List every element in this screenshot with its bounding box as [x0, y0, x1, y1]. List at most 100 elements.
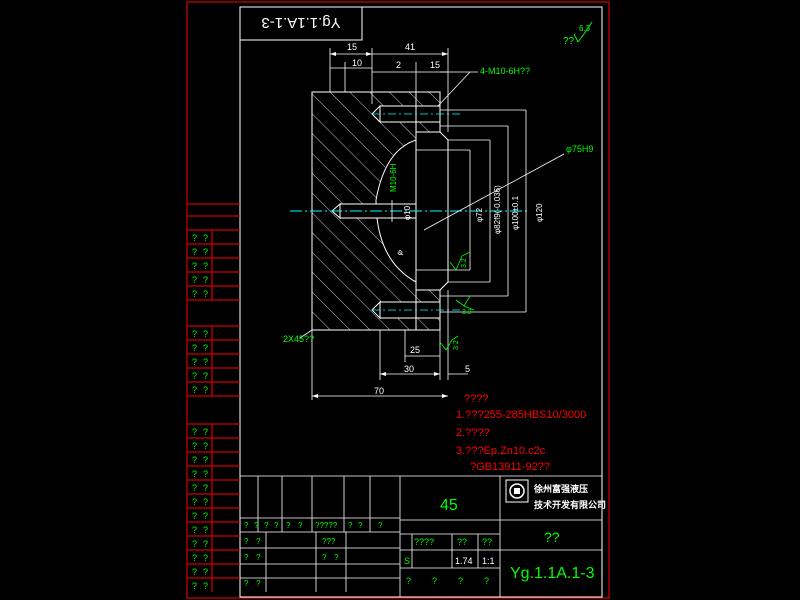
flipped-title-box — [239, 6, 363, 41]
roughness-symbols — [439, 251, 475, 351]
svg-text:?: ? — [203, 247, 208, 257]
svg-text:??: ?? — [457, 537, 467, 547]
dim-10: 10 — [352, 58, 362, 68]
svg-text:?: ? — [192, 233, 197, 243]
svg-text:?: ? — [203, 343, 208, 353]
svg-text:?: ? — [192, 247, 197, 257]
dim-phi10: φ10 — [403, 205, 412, 220]
svg-text:?: ? — [203, 511, 208, 521]
svg-text:?: ? — [203, 497, 208, 507]
svg-text:?: ? — [203, 483, 208, 493]
svg-text:?: ? — [286, 521, 291, 530]
grade-row: ???? ?? ?? S 1.74 1:1 ? ? ? ? — [404, 537, 495, 586]
svg-text:?: ? — [244, 553, 249, 562]
svg-text:?: ? — [192, 455, 197, 465]
dim-15-b: 15 — [430, 60, 440, 70]
vertical-dim-texts: M10-6H φ10 φ72 φ82f9(-0.036) φ100±0.1 φ1… — [389, 163, 544, 257]
svg-text:?: ? — [192, 441, 197, 451]
svg-text:?: ? — [192, 553, 197, 563]
svg-text:?: ? — [203, 233, 208, 243]
svg-text:?: ? — [334, 553, 339, 562]
svg-text:?: ? — [192, 525, 197, 535]
dim-phi120: φ120 — [535, 203, 544, 222]
svg-text:3.2: 3.2 — [461, 258, 468, 268]
part-section — [290, 91, 530, 331]
svg-text:?: ? — [192, 567, 197, 577]
dim-phi82: φ82f9(-0.036) — [493, 185, 502, 234]
svg-text:?: ? — [203, 567, 208, 577]
dimension-lines — [299, 48, 565, 400]
side-table — [187, 203, 240, 592]
svg-text:?: ? — [203, 261, 208, 271]
svg-text:?: ? — [256, 579, 261, 588]
roughness-values: 3.2 3.2 3.2 — [453, 258, 472, 350]
dim-5: 5 — [465, 364, 470, 374]
svg-text:?: ? — [203, 469, 208, 479]
svg-text:?: ? — [254, 521, 259, 530]
svg-text:?: ? — [203, 553, 208, 563]
svg-text:3.2: 3.2 — [462, 309, 472, 316]
dim-30: 30 — [404, 364, 414, 374]
inner-frame — [239, 6, 603, 598]
svg-text:?: ? — [406, 576, 411, 586]
side-table-text: ? ? ? ? ? ? ? ? ? ? ? ? ? ? ? ? ? ? ? ? … — [192, 233, 208, 591]
svg-text:?: ? — [203, 525, 208, 535]
svg-text:?: ? — [203, 539, 208, 549]
part-name: ?? — [544, 529, 560, 545]
svg-text:?: ? — [244, 537, 249, 546]
phi-mark: φ — [395, 248, 405, 258]
technical-notes: ???? 1.???255-285HBS10/3000 2.???? 3.???… — [456, 393, 586, 473]
finish-value: 6.3 — [579, 24, 591, 33]
svg-text:?: ? — [192, 539, 197, 549]
svg-text:?????: ????? — [315, 521, 338, 530]
note-line-2: 2.???? — [456, 427, 490, 439]
svg-text:?: ? — [244, 579, 249, 588]
svg-text:??: ?? — [482, 537, 492, 547]
material: 45 — [440, 497, 458, 514]
dim-15-top: 15 — [347, 42, 357, 52]
drawing-code: Yg.1.1A.1-3 — [510, 565, 595, 582]
dim-41: 41 — [405, 42, 415, 52]
scale-value: 1:1 — [482, 556, 495, 566]
company-logo — [505, 479, 529, 503]
svg-text:?: ? — [192, 371, 197, 381]
dimension-texts: 15 41 10 2 15 4-M10-6H?? φ75H9 2X45?? 25… — [283, 42, 593, 396]
svg-text:?: ? — [192, 275, 197, 285]
svg-text:?: ? — [203, 385, 208, 395]
note-line-3: 3.???Ep.Zn10.c2c — [456, 445, 546, 457]
svg-text:?: ? — [274, 521, 279, 530]
mid-label: ??? — [322, 537, 336, 546]
svg-text:?: ? — [203, 581, 208, 591]
svg-text:?: ? — [264, 521, 269, 530]
svg-text:?: ? — [484, 576, 489, 586]
svg-text:?: ? — [348, 521, 353, 530]
svg-text:?: ? — [192, 289, 197, 299]
svg-text:?: ? — [378, 521, 383, 530]
dim-phi100: φ100±0.1 — [511, 195, 520, 230]
center-thread-label: M10-6H — [389, 163, 398, 192]
dim-2: 2 — [396, 60, 401, 70]
surface-finish-text: ?? — [563, 36, 575, 47]
svg-text:?: ? — [192, 261, 197, 271]
svg-text:?: ? — [192, 427, 197, 437]
svg-text:?: ? — [203, 357, 208, 367]
weight-value: 1.74 — [455, 556, 473, 566]
svg-text:S: S — [404, 556, 410, 566]
svg-text:?: ? — [358, 521, 363, 530]
svg-text:?: ? — [244, 521, 249, 530]
title-block — [240, 475, 602, 597]
dim-25: 25 — [410, 345, 420, 355]
svg-text:?: ? — [203, 441, 208, 451]
svg-text:?: ? — [203, 329, 208, 339]
svg-text:?: ? — [256, 553, 261, 562]
svg-text:?: ? — [192, 329, 197, 339]
svg-text:?: ? — [432, 576, 437, 586]
svg-text:?: ? — [203, 455, 208, 465]
svg-text:?: ? — [192, 343, 197, 353]
bore-callout: φ75H9 — [566, 144, 593, 154]
svg-text:?: ? — [298, 521, 303, 530]
company-name-1: 徐州富强液压 — [533, 483, 588, 494]
svg-text:?: ? — [192, 385, 197, 395]
svg-text:?: ? — [192, 469, 197, 479]
